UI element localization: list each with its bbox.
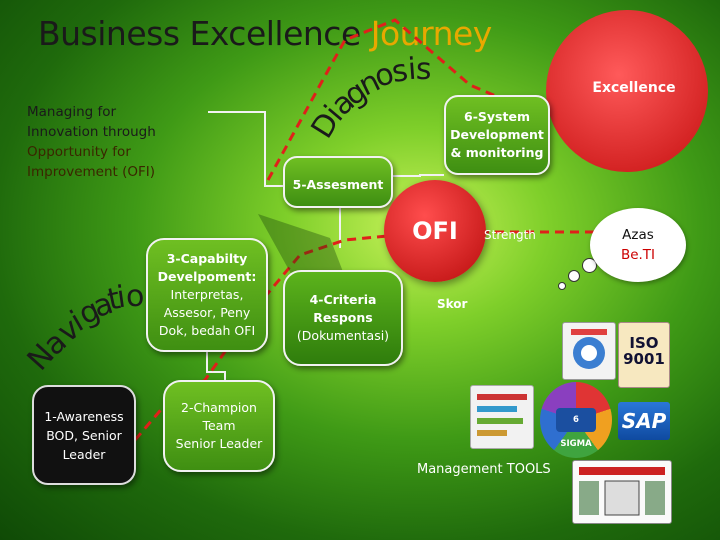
- azas-line: Azas: [622, 227, 654, 243]
- step-6-system-development: 6-System Development & monitoring: [444, 95, 550, 175]
- azas-bubble: Azas Be.TI: [590, 208, 686, 282]
- step-label: Respons: [313, 310, 373, 325]
- iso-9001-book: ISO 9001: [618, 322, 670, 388]
- step-label: BOD, Senior: [46, 427, 122, 443]
- step-label: 2-Champion: [181, 400, 257, 415]
- step-label: Team: [202, 418, 236, 433]
- ofi-label: OFI: [412, 217, 458, 245]
- excellence-label: Excellence: [592, 80, 676, 96]
- page-title: Business Excellence Journey: [38, 14, 492, 53]
- step-3-capability-development: 3-Capabilty Develpoment: Interpretas, As…: [146, 238, 268, 352]
- step-label: Interpretas,: [170, 287, 244, 302]
- excellence-circle: Excellence: [546, 10, 708, 172]
- step-5-assesment: 5-Assesment: [283, 156, 393, 208]
- tool-thumbnail: [562, 322, 616, 380]
- step-label: 5-Assesment: [292, 177, 384, 192]
- step-label: Dok, bedah OFI: [158, 323, 256, 338]
- six-sigma-label: 6 SIGMA: [556, 408, 596, 449]
- step-label: & monitoring: [450, 145, 544, 160]
- step-label: Leader: [62, 446, 106, 462]
- connector-line: [393, 174, 444, 177]
- lean-framework-diagram: [572, 460, 672, 524]
- thought-bubble-dot: [558, 282, 566, 290]
- management-tools-label: Management TOOLS: [417, 462, 551, 477]
- step-label: Assesor, Peny: [163, 305, 251, 320]
- step-label: Senior Leader: [175, 436, 263, 451]
- title-highlight: Journey: [370, 14, 493, 53]
- tool-thumbnail: [470, 385, 534, 449]
- step-label: Develpoment:: [157, 269, 257, 284]
- step-label: 1-Awareness: [44, 408, 124, 424]
- managing-line: Opportunity for: [27, 144, 131, 160]
- thought-bubble-dot: [582, 258, 597, 273]
- azas-line: Be.TI: [620, 247, 656, 263]
- step-1-awareness: 1-Awareness BOD, Senior Leader: [32, 385, 136, 485]
- managing-line: Improvement (OFI): [27, 164, 156, 180]
- sap-logo: SAP: [618, 402, 670, 440]
- connector-line: [208, 111, 283, 187]
- step-label: 3-Capabilty: [166, 251, 248, 266]
- thought-bubble-dot: [568, 270, 580, 282]
- step-4-criteria-respons: 4-Criteria Respons (Dokumentasi): [283, 270, 403, 366]
- step-label: 6-System: [464, 109, 530, 124]
- navigation-letter: o: [124, 278, 146, 315]
- step-label: 4-Criteria: [309, 292, 377, 307]
- iso-label: ISO 9001: [623, 334, 665, 368]
- six-sigma-wheel: 6 SIGMA: [540, 382, 612, 458]
- process-chart-icon: [477, 394, 527, 436]
- diagnosis-letter: s: [415, 51, 433, 88]
- managing-text: Managing for Innovation through Opportun…: [27, 102, 227, 182]
- managing-line: Innovation through: [27, 124, 156, 140]
- step-label: (Dokumentasi): [296, 328, 390, 343]
- ofi-circle: OFI: [384, 180, 486, 282]
- title-main: Business Excellence: [38, 14, 371, 53]
- journey-dashed-path: [266, 18, 558, 181]
- iso-diagram-icon: [571, 329, 607, 369]
- strength-label: Strength: [484, 228, 536, 242]
- managing-line: Managing for: [27, 104, 117, 120]
- step-label: Development: [450, 127, 544, 142]
- framework-icon: [579, 467, 665, 516]
- sap-label: SAP: [621, 409, 667, 433]
- skor-label: Skor: [437, 297, 468, 311]
- connector-line: [206, 352, 226, 380]
- step-2-champion: 2-Champion Team Senior Leader: [163, 380, 275, 472]
